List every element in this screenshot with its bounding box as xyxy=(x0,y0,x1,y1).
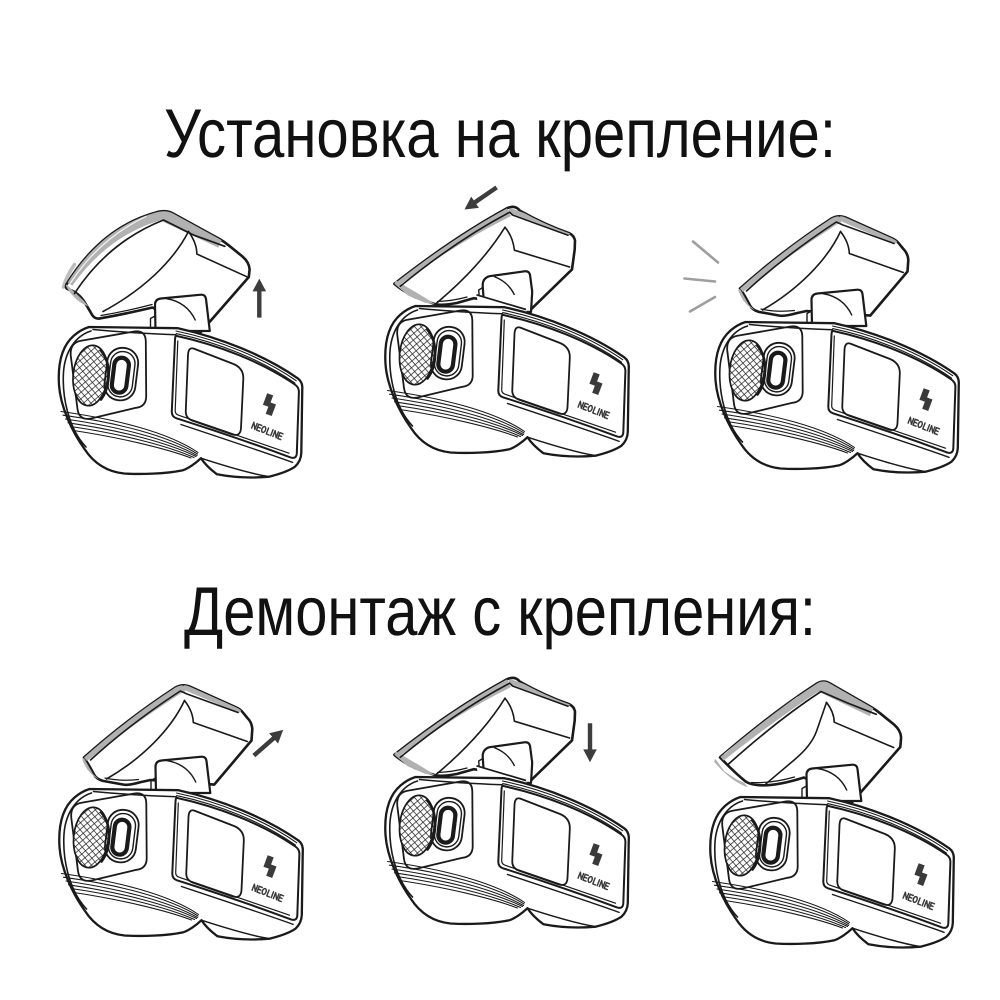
svg-text:Установка на крепление:: Установка на крепление: xyxy=(164,95,836,172)
svg-text:Демонтаж с крепления:: Демонтаж с крепления: xyxy=(184,573,816,650)
